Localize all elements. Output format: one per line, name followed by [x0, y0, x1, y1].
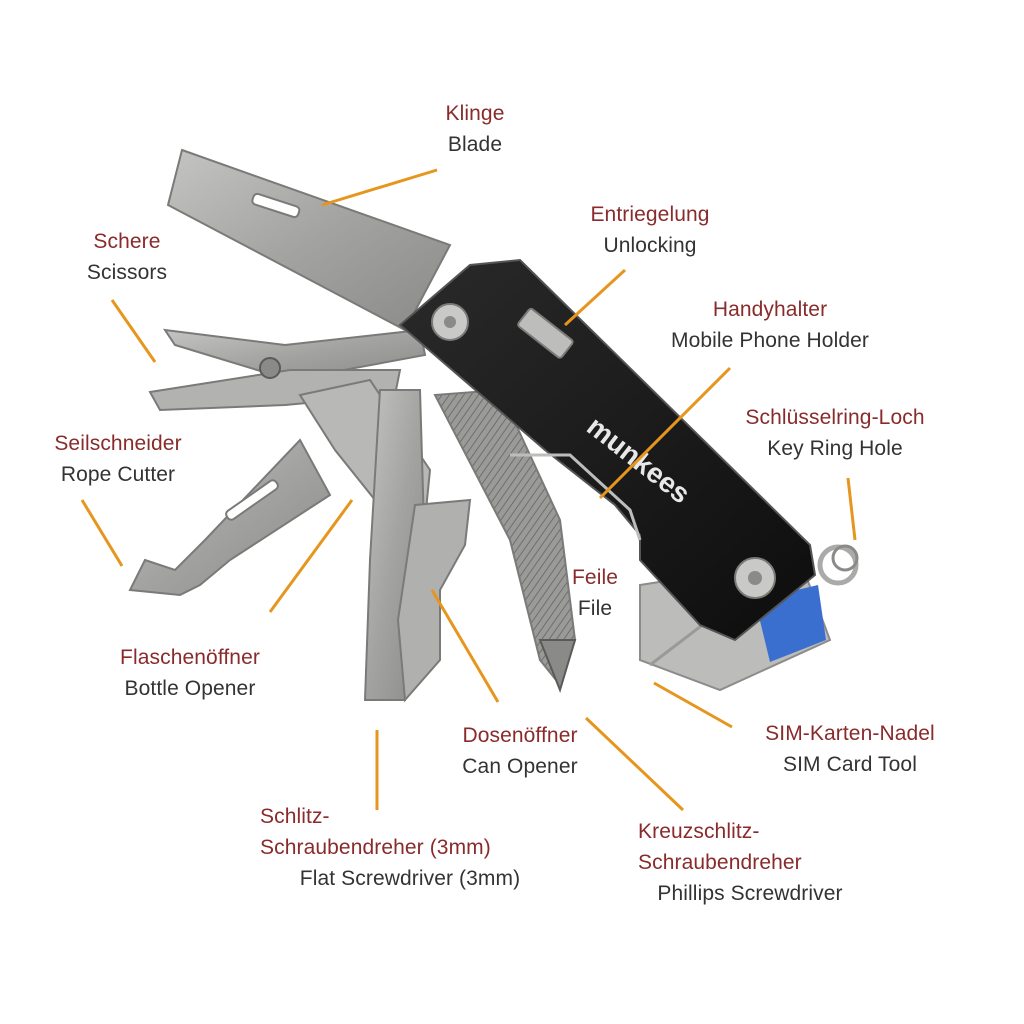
label-unlocking-en: Unlocking	[603, 234, 697, 257]
label-scissors-en: Scissors	[86, 261, 168, 284]
label-phillips-en: Phillips Screwdriver	[657, 882, 843, 905]
callout-file: Feile File	[555, 562, 635, 624]
label-rope-cutter-de: Seilschneider	[54, 432, 182, 455]
callout-phone-holder: Handyhalter Mobile Phone Holder	[620, 294, 920, 356]
label-sim-de: SIM-Karten-Nadel	[765, 722, 935, 745]
phillips-tip	[538, 639, 577, 694]
blade-shape	[166, 148, 452, 332]
leader-blade	[321, 168, 438, 207]
handle-edge	[510, 453, 642, 541]
rope-cutter-slot	[225, 479, 279, 521]
label-phillips-de-1: Kreuzschlitz-	[638, 820, 760, 843]
callout-scissors: Schere Scissors	[52, 226, 202, 288]
label-bottle-opener-en: Bottle Opener	[124, 677, 256, 700]
screw-bottom-inner	[748, 571, 762, 585]
label-flat-screwdriver-de-2: Schraubendreher (3mm)	[260, 836, 491, 859]
leader-key-ring	[846, 477, 857, 541]
label-flat-screwdriver-en: Flat Screwdriver (3mm)	[299, 867, 521, 890]
scissors-pivot	[259, 357, 281, 379]
label-file-de: Feile	[571, 566, 619, 589]
leader-can-opener	[430, 589, 500, 703]
callout-bottle-opener: Flaschenöffner Bottle Opener	[85, 642, 295, 704]
label-sim-en: SIM Card Tool	[783, 753, 917, 776]
label-bottle-opener-de: Flaschenöffner	[120, 646, 260, 669]
label-scissors-de: Schere	[93, 230, 161, 253]
label-phone-holder-en: Mobile Phone Holder	[670, 329, 870, 352]
leader-rope-cutter	[80, 499, 124, 567]
label-file-en: File	[577, 597, 613, 620]
callout-can-opener: Dosenöffner Can Opener	[425, 720, 615, 782]
scissors-blade-top	[162, 328, 427, 382]
callout-rope-cutter: Seilschneider Rope Cutter	[18, 428, 218, 490]
label-unlocking-de: Entriegelung	[590, 203, 710, 226]
label-rope-cutter-en: Rope Cutter	[60, 463, 176, 486]
key-ring-inner	[831, 544, 859, 572]
callout-unlocking: Entriegelung Unlocking	[555, 199, 745, 261]
callout-blade: Klinge Blade	[395, 98, 555, 160]
label-phone-holder-de: Handyhalter	[712, 298, 828, 321]
label-blade-en: Blade	[447, 133, 503, 156]
label-can-opener-en: Can Opener	[462, 755, 578, 778]
unlock-slider	[517, 307, 574, 359]
callout-phillips-screwdriver: Kreuzschlitz- Schraubendreher Phillips S…	[610, 816, 890, 909]
blade-slot	[251, 192, 301, 219]
leader-bottle-opener	[268, 499, 354, 613]
can-opener-shape	[396, 498, 472, 703]
leader-sim	[653, 681, 733, 729]
callout-key-ring-hole: Schlüsselring-Loch Key Ring Hole	[705, 402, 965, 464]
label-blade-de: Klinge	[445, 102, 505, 125]
label-flat-screwdriver-de-1: Schlitz-	[260, 805, 330, 828]
label-key-ring-en: Key Ring Hole	[767, 437, 903, 460]
leader-phillips	[584, 716, 685, 812]
leader-scissors	[110, 299, 157, 363]
leader-phone-holder	[598, 366, 732, 500]
key-ring	[817, 544, 859, 586]
screw-top-inner	[444, 316, 456, 328]
leader-lines	[80, 168, 857, 812]
label-phillips-de-2: Schraubendreher	[638, 851, 802, 874]
callout-flat-screwdriver: Schlitz- Schraubendreher (3mm) Flat Scre…	[240, 801, 580, 894]
label-key-ring-de: Schlüsselring-Loch	[745, 406, 925, 429]
callout-sim-tool: SIM-Karten-Nadel SIM Card Tool	[725, 718, 975, 780]
leader-unlocking	[563, 268, 627, 327]
label-can-opener-de: Dosenöffner	[462, 724, 578, 747]
